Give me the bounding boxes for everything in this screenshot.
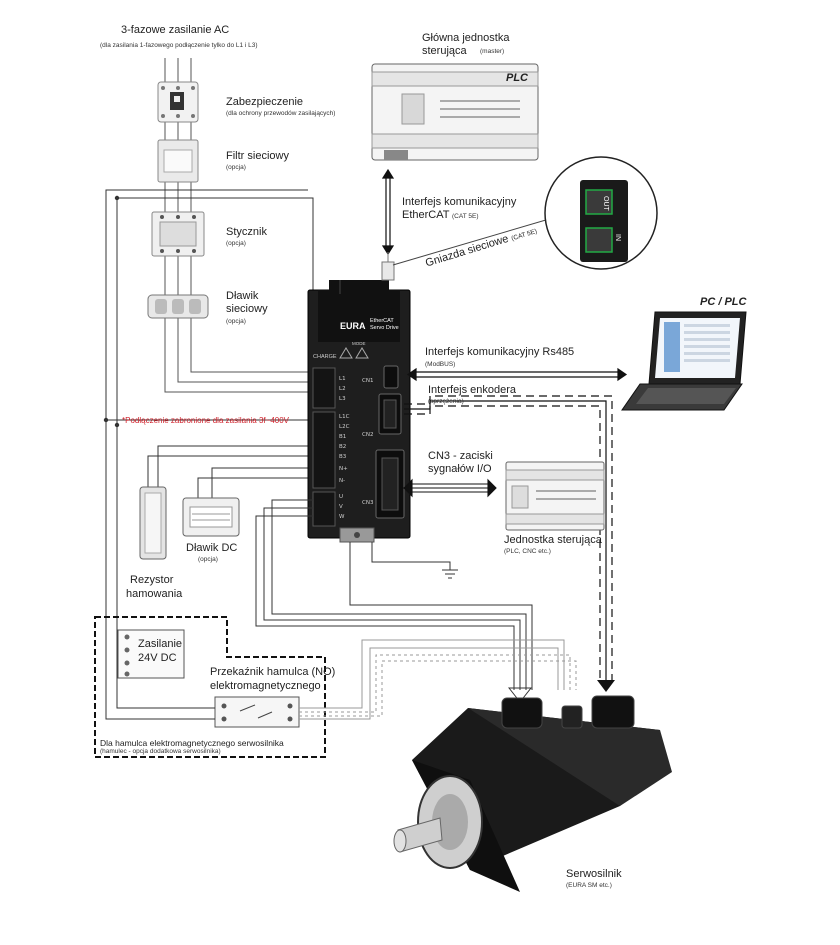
master-subtitle: (master)	[480, 48, 505, 55]
brake-resistor-title-2: hamowania	[126, 588, 183, 600]
servo-drive	[307, 280, 411, 543]
supply-24v-title-1: Zasilanie	[138, 638, 183, 650]
io-link	[403, 478, 497, 498]
filter-title: Filtr sieciowy	[226, 150, 289, 162]
rs485-subtitle: (ModBUS)	[425, 361, 456, 368]
filter-subtitle: (opcja)	[226, 164, 246, 171]
dc-reactor-title: Dławik DC	[186, 542, 238, 554]
terminal-l2: L2	[339, 386, 346, 392]
ethercat-link	[381, 168, 395, 256]
laptop	[621, 311, 747, 411]
brake-circuit-box	[94, 616, 326, 758]
ac-supply-subtitle: (dla zasilania 1-fazowego podłączenie ty…	[100, 42, 258, 49]
warning-text: *Podłączenie zabronione dla zasilania 3f…	[122, 416, 290, 425]
reactor-subtitle: (opcja)	[226, 318, 246, 325]
brake-note-subtitle: (hamulec - opcja dodatkowa serwosilnika)	[100, 748, 221, 755]
control-unit-plc	[505, 461, 605, 531]
reactor-title-2: sieciowy	[226, 303, 268, 315]
line-reactor	[147, 294, 209, 319]
terminal-l1c: L1C	[339, 414, 350, 420]
ethercat-title-2: EtherCAT	[402, 209, 450, 221]
relay-title-2: elektromagnetycznego	[210, 680, 321, 692]
reactor-title-1: Dławik	[226, 290, 259, 302]
drive-model-line-2: Servo Drive	[370, 325, 399, 331]
control-unit-subtitle: (PLC, CNC etc.)	[504, 548, 551, 555]
encoder-subtitle: (sprzężenia)	[428, 398, 464, 405]
servo-motor-subtitle: (EURA SM etc.)	[566, 882, 612, 889]
connector-cn2: CN2	[362, 432, 374, 438]
ethercat-title-1: Interfejs komunikacyjny	[402, 196, 517, 208]
master-plc	[371, 63, 539, 161]
plc-badge: PLC	[506, 72, 528, 84]
terminal-n-minus: N-	[339, 478, 346, 484]
rs485-title: Interfejs komunikacyjny Rs485	[425, 346, 575, 358]
brake-resistor-title-1: Rezystor	[130, 574, 174, 586]
terminal-v: V	[339, 504, 343, 510]
dc-reactor	[182, 497, 240, 537]
control-unit-title: Jednostka sterująca	[504, 534, 602, 546]
drive-charge: CHARGE	[313, 354, 337, 360]
encoder-wires	[404, 395, 615, 692]
drive-mode: MODE	[352, 341, 366, 346]
protection-breaker	[157, 81, 199, 123]
master-title-2: sterująca	[422, 45, 467, 57]
ethercat-plug	[381, 252, 395, 281]
terminal-b3: B3	[339, 454, 347, 460]
brake-relay	[214, 696, 300, 728]
port-in-label: IN	[614, 234, 621, 241]
connector-cn3: CN3	[362, 500, 374, 506]
cn3-title-2: sygnałów I/O	[428, 463, 492, 475]
contactor	[151, 211, 205, 257]
terminal-b1: B1	[339, 434, 347, 440]
connector-cn1: CN1	[362, 378, 374, 384]
ethercat-subtitle: (CAT 5E)	[452, 213, 479, 220]
ac-supply-title: 3-fazowe zasilanie AC	[121, 24, 230, 36]
drive-model-line-1: EtherCAT	[370, 318, 394, 324]
terminal-n-plus: N+	[339, 466, 348, 472]
network-socket-callout	[392, 156, 658, 270]
terminal-l1: L1	[339, 376, 346, 382]
protection-title: Zabezpieczenie	[226, 96, 304, 108]
servo-motor	[393, 695, 672, 892]
brake-note-title: Dla hamulca elektromagnetycznego serwosi…	[100, 738, 284, 748]
drive-brand: EURA	[340, 321, 366, 331]
brake-signal-wires	[299, 639, 577, 720]
motor-power-wires	[255, 499, 533, 703]
rs485-link	[406, 367, 628, 382]
pc-plc-label: PC / PLC	[700, 296, 747, 308]
port-out-label: OUT	[602, 196, 609, 211]
supply-24v-title-2: 24V DC	[138, 652, 177, 664]
protection-subtitle: (dla ochrony przewodów zasilających)	[226, 110, 336, 117]
brake-wires	[105, 645, 215, 720]
dc-reactor-subtitle: (opcja)	[198, 556, 218, 563]
terminal-b2: B2	[339, 444, 347, 450]
cn3-title-1: CN3 - zaciski	[428, 450, 493, 462]
ac-input-wires	[164, 58, 313, 393]
contactor-title: Stycznik	[226, 226, 267, 238]
contactor-subtitle: (opcja)	[226, 240, 246, 247]
master-title-1: Główna jednostka	[422, 32, 510, 44]
brake-resistor	[139, 486, 167, 560]
supply-24v	[117, 629, 185, 679]
encoder-title: Interfejs enkodera	[428, 384, 517, 396]
ground-wire	[371, 542, 458, 579]
servo-motor-title: Serwosilnik	[566, 868, 622, 880]
terminal-l3: L3	[339, 396, 346, 402]
terminal-w: W	[339, 514, 345, 520]
line-filter	[157, 139, 199, 183]
terminal-u: U	[339, 494, 344, 500]
terminal-l2c: L2C	[339, 424, 350, 430]
relay-title-1: Przekaźnik hamulca (NO)	[210, 666, 336, 678]
